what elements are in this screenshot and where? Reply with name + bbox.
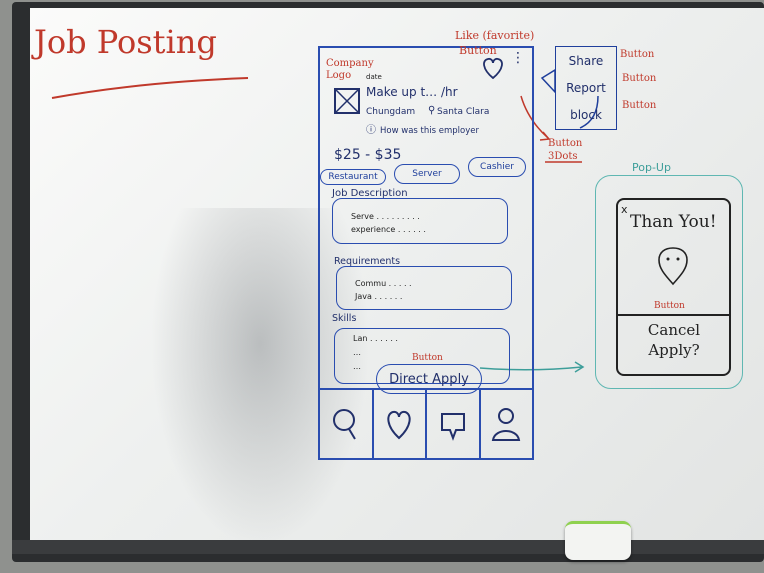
requirements-line: Commu . . . . . (355, 279, 412, 288)
search-icon (332, 409, 356, 440)
overflow-menu: Share Report block (555, 46, 617, 130)
page-title: Job Posting (34, 23, 217, 61)
close-icon[interactable]: x (621, 203, 628, 216)
menu-item-block[interactable]: block (570, 107, 602, 122)
date-label: date (366, 73, 382, 81)
popup-message: Than You! (630, 212, 717, 232)
company-logo-placeholder (334, 88, 360, 114)
job-description-line: Serve . . . . . . . . . (351, 212, 420, 221)
tab-messages[interactable] (427, 390, 481, 458)
salary: $25 - $35 (334, 147, 402, 163)
direct-apply-note: Button (412, 353, 443, 363)
job-title: Make up t… /hr (366, 85, 458, 99)
menu-item-report[interactable]: Report (566, 80, 606, 95)
job-description-box: Serve . . . . . . . . . experience . . .… (332, 198, 508, 244)
like-button-note: Button (459, 44, 497, 57)
job-description-title: Job Description (332, 188, 408, 199)
chip-restaurant[interactable]: Restaurant (320, 169, 386, 185)
direct-apply-button[interactable]: Direct Apply (376, 364, 482, 394)
popup-label: Pop-Up (632, 161, 671, 174)
employer-rating-icon: ⓘ (366, 125, 376, 136)
employer-rating-link[interactable]: How was this employer (380, 126, 479, 136)
popup-divider (618, 314, 729, 316)
menu-button-note: Button (620, 49, 655, 60)
requirements-box: Commu . . . . . Java . . . . . . (336, 266, 512, 310)
placeholder-x-icon (336, 90, 358, 112)
three-dots-note: Button 3Dots (548, 138, 583, 162)
bottom-tab-bar (320, 388, 532, 458)
thank-you-popup: x Than You! Button Cancel Apply? (616, 198, 731, 376)
tab-profile[interactable] (481, 390, 533, 458)
skills-line: … (353, 348, 361, 357)
skills-line: Lan . . . . . . (353, 334, 398, 343)
profile-icon (492, 408, 521, 441)
location-pin-icon (658, 247, 688, 286)
requirements-title: Requirements (334, 256, 401, 267)
location-left: Chungdam (366, 107, 416, 117)
menu-button-note: Button (622, 100, 657, 111)
requirements-line: Java . . . . . . (355, 292, 403, 301)
chip-server[interactable]: Server (394, 164, 460, 184)
skills-box: Lan . . . . . . … … (334, 328, 510, 384)
phone-mockup: Company Logo date Make up t… /hr Chungda… (318, 46, 534, 460)
like-annotation: Like (favorite) (455, 29, 535, 42)
job-description-line: experience . . . . . . (351, 225, 426, 234)
popup-button-note: Button (654, 301, 685, 311)
skills-line: … (353, 362, 361, 371)
company-logo-label: Company Logo (326, 58, 374, 81)
chip-cashier[interactable]: Cashier (468, 157, 526, 177)
tab-search[interactable] (320, 390, 374, 458)
marker-tray (12, 540, 764, 554)
skills-title: Skills (332, 313, 357, 324)
reflection (150, 208, 370, 548)
heart-icon (387, 410, 411, 440)
cancel-apply-button[interactable]: Cancel Apply? (647, 321, 701, 360)
menu-button-note: Button (622, 73, 657, 84)
three-dots-icon[interactable]: ⋮ (511, 50, 525, 66)
chat-icon (440, 413, 465, 441)
popup-frame (595, 175, 743, 389)
location-right: Santa Clara (437, 107, 490, 117)
location-pin-icon: ⚲ (428, 105, 436, 116)
eraser (565, 521, 631, 560)
tab-favorites[interactable] (374, 390, 427, 458)
menu-item-share[interactable]: Share (568, 53, 604, 68)
heart-icon[interactable] (480, 56, 506, 80)
